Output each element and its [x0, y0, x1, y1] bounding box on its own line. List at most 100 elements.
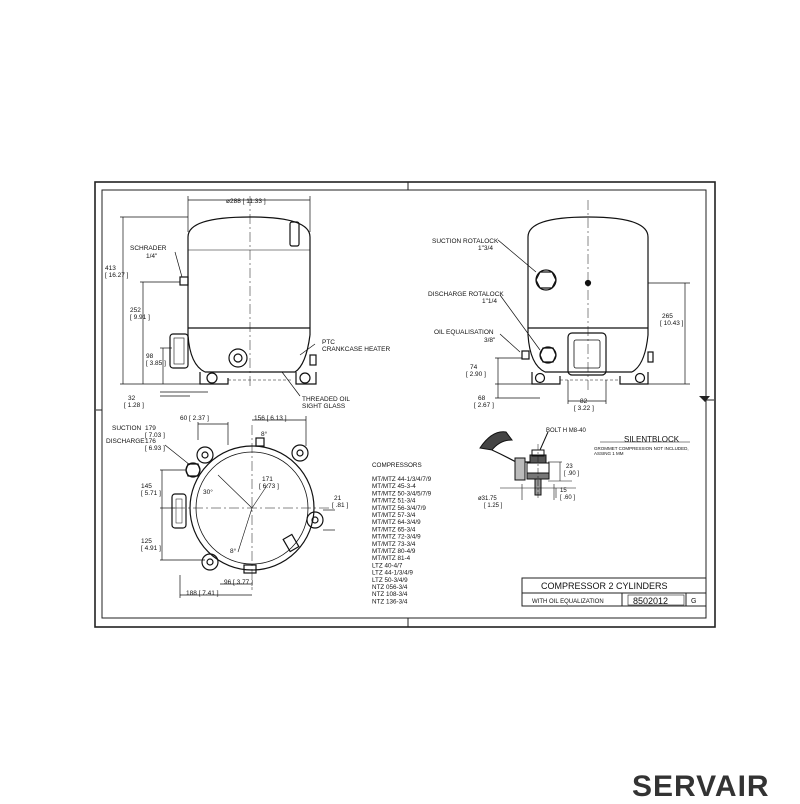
label-schrader-size: 1/4" — [146, 253, 158, 260]
label-dim-145-inch: [ 5.71 ] — [141, 490, 161, 497]
label-width-82-inch: [ 3.22 ] — [574, 405, 594, 412]
label-suction-179-inch: [ 7.03 ] — [145, 432, 165, 439]
label-schrader: SCHRADER — [130, 245, 167, 252]
label-grommet-note-2: ASSING 1 MM — [594, 451, 624, 456]
compressor-model: MT/MTZ 72-3/4/9 — [372, 534, 421, 541]
label-height-252: 252 — [130, 307, 141, 314]
label-discharge-176-inch: [ 6.93 ] — [145, 445, 165, 452]
label-suction-rotalock-size: 1"3/4 — [478, 245, 493, 252]
side-view-dimensions — [495, 239, 690, 404]
label-discharge-176: 176 — [145, 438, 156, 445]
label-dim-15: 15 — [560, 488, 567, 494]
label-width-82: 82 — [580, 398, 588, 405]
label-dim-145: 145 — [141, 483, 152, 490]
label-dim-171: 171 — [262, 476, 273, 483]
label-suction-179: 179 — [145, 425, 156, 432]
compressor-model: MT/MTZ 50-3/4/5/7/9 — [372, 490, 432, 497]
label-dim-31-75-inch: [ 1.25 ] — [484, 503, 503, 509]
front-view-labels: ø288 [ 11.33 ] 413 [ 16.27 ] SCHRADER 1/… — [105, 198, 390, 410]
compressors-list: COMPRESSORS MT/MTZ 44-1/3/4/7/9MT/MTZ 45… — [372, 462, 432, 605]
compressor-model: MT/MTZ 64-3/4/9 — [372, 519, 421, 526]
label-oil-equalisation: OIL EQUALISATION — [434, 329, 494, 336]
compressor-model: MT/MTZ 44-1/3/4/7/9 — [372, 476, 432, 483]
label-dim-21: 21 — [334, 495, 342, 502]
label-height-74: 74 — [470, 364, 478, 371]
label-dim-31-75: ø31.75 — [478, 496, 497, 502]
sheet-outer-frame — [94, 181, 716, 628]
title-block-rev: G — [691, 598, 696, 605]
label-angle-8-bottom: 8° — [230, 547, 237, 555]
title-block — [521, 577, 707, 607]
label-height-32: 32 — [128, 395, 136, 402]
label-dim-156: 156 [ 6.13 ] — [254, 415, 287, 422]
label-dim-96: 96 [ 3.77 ] — [224, 579, 253, 586]
compressor-model: LTZ 44-1/3/4/9 — [372, 570, 413, 577]
top-view — [171, 425, 330, 590]
sheet-inner-frame — [101, 189, 707, 619]
silentblock-detail — [479, 431, 690, 500]
side-view-labels: SUCTION ROTALOCK 1"3/4 DISCHARGE ROTALOC… — [428, 238, 684, 412]
label-height-413: 413 — [105, 265, 116, 272]
servair-logo: SERVAIR — [632, 770, 770, 803]
compressor-model: MT/MTZ 45-3-4 — [372, 483, 416, 490]
label-discharge-rotalock-size: 1"1/4 — [482, 298, 497, 305]
label-oil-equalisation-size: 3/8" — [484, 337, 496, 344]
label-discharge: DISCHARGE — [106, 438, 145, 445]
front-view-dimensions — [120, 196, 316, 397]
label-suction: SUCTION — [112, 425, 142, 432]
label-height-98-inch: [ 3.85 ] — [146, 360, 166, 367]
top-view-dimensions — [160, 416, 335, 598]
top-view-labels: 60 [ 2.37 ] 156 [ 6.13 ] SUCTION 179 [ 7… — [106, 415, 348, 597]
label-height-68-inch: [ 2.67 ] — [474, 402, 494, 409]
label-dim-23-inch: [ .90 ] — [564, 471, 579, 477]
label-grommet-note-1: GROMMET COMPRESSION NOT INCLUDED, — [594, 446, 689, 451]
label-height-265-inch: [ 10.43 ] — [660, 320, 684, 327]
label-height-74-inch: [ 2.90 ] — [466, 371, 486, 378]
title-block-title: COMPRESSOR 2 CYLINDERS — [541, 581, 668, 591]
compressors-heading: COMPRESSORS — [372, 462, 422, 469]
compressor-model: MT/MTZ 56-3/4/7/9 — [372, 505, 426, 512]
label-dim-23: 23 — [566, 464, 573, 470]
compressor-model: NTZ 108-3/4 — [372, 591, 408, 598]
label-dim-15-inch: [ .60 ] — [560, 495, 575, 501]
label-ptc: PTC — [322, 339, 335, 346]
label-dim-188: 188 [ 7.41 ] — [186, 590, 219, 597]
compressor-model: NTZ 136-3/4 — [372, 598, 408, 605]
label-sight-glass: SIGHT GLASS — [302, 403, 346, 410]
label-silentblock: SILENTBLOCK — [624, 435, 680, 444]
label-threaded-oil: THREADED OIL — [302, 396, 350, 403]
label-height-413-inch: [ 16.27 ] — [105, 272, 129, 279]
silentblock-labels: BOLT H M8-40 SILENTBLOCK GROMMET COMPRES… — [478, 428, 689, 509]
title-block-subtitle: WITH OIL EQUALIZATION — [532, 599, 604, 605]
label-height-252-inch: [ 9.91 ] — [130, 314, 150, 321]
label-dim-125: 125 — [141, 538, 152, 545]
compressor-model: MT/MTZ 80-4/9 — [372, 548, 416, 555]
side-view — [521, 200, 654, 390]
label-suction-rotalock: SUCTION ROTALOCK — [432, 238, 499, 245]
label-angle-8-top: 8° — [261, 430, 268, 438]
label-overall-diameter: ø288 [ 11.33 ] — [226, 198, 266, 205]
label-dim-125-inch: [ 4.91 ] — [141, 545, 161, 552]
compressor-model: MT/MTZ 73-3/4 — [372, 541, 416, 548]
compressor-model: MT/MTZ 57-3/4 — [372, 512, 416, 519]
label-height-32-inch: [ 1.28 ] — [124, 402, 144, 409]
title-block-number: 8502012 — [633, 596, 668, 606]
label-height-265: 265 — [662, 313, 673, 320]
compressor-model: MT/MTZ 65-3/4 — [372, 526, 416, 533]
label-dim-171-inch: [ 6.73 ] — [259, 483, 279, 490]
compressor-model: LTZ 40-4/7 — [372, 562, 403, 569]
compressor-model: MT/MTZ 81-4 — [372, 555, 411, 562]
label-dim-21-inch: [ .81 ] — [332, 502, 348, 509]
title-block-text: COMPRESSOR 2 CYLINDERS WITH OIL EQUALIZA… — [532, 581, 696, 606]
label-dim-60: 60 [ 2.37 ] — [180, 415, 209, 422]
label-height-98: 98 — [146, 353, 154, 360]
label-discharge-rotalock: DISCHARGE ROTALOCK — [428, 291, 504, 298]
compressor-model: NTZ 056-3/4 — [372, 584, 408, 591]
label-crankcase-heater: CRANKCASE HEATER — [322, 346, 390, 353]
compressor-model: MT/MTZ 51-3/4 — [372, 498, 416, 505]
label-height-68: 68 — [478, 395, 486, 402]
front-view — [169, 196, 317, 388]
label-bolt: BOLT H M8-40 — [546, 428, 586, 434]
compressor-model: LTZ 50-3/4/9 — [372, 577, 408, 584]
